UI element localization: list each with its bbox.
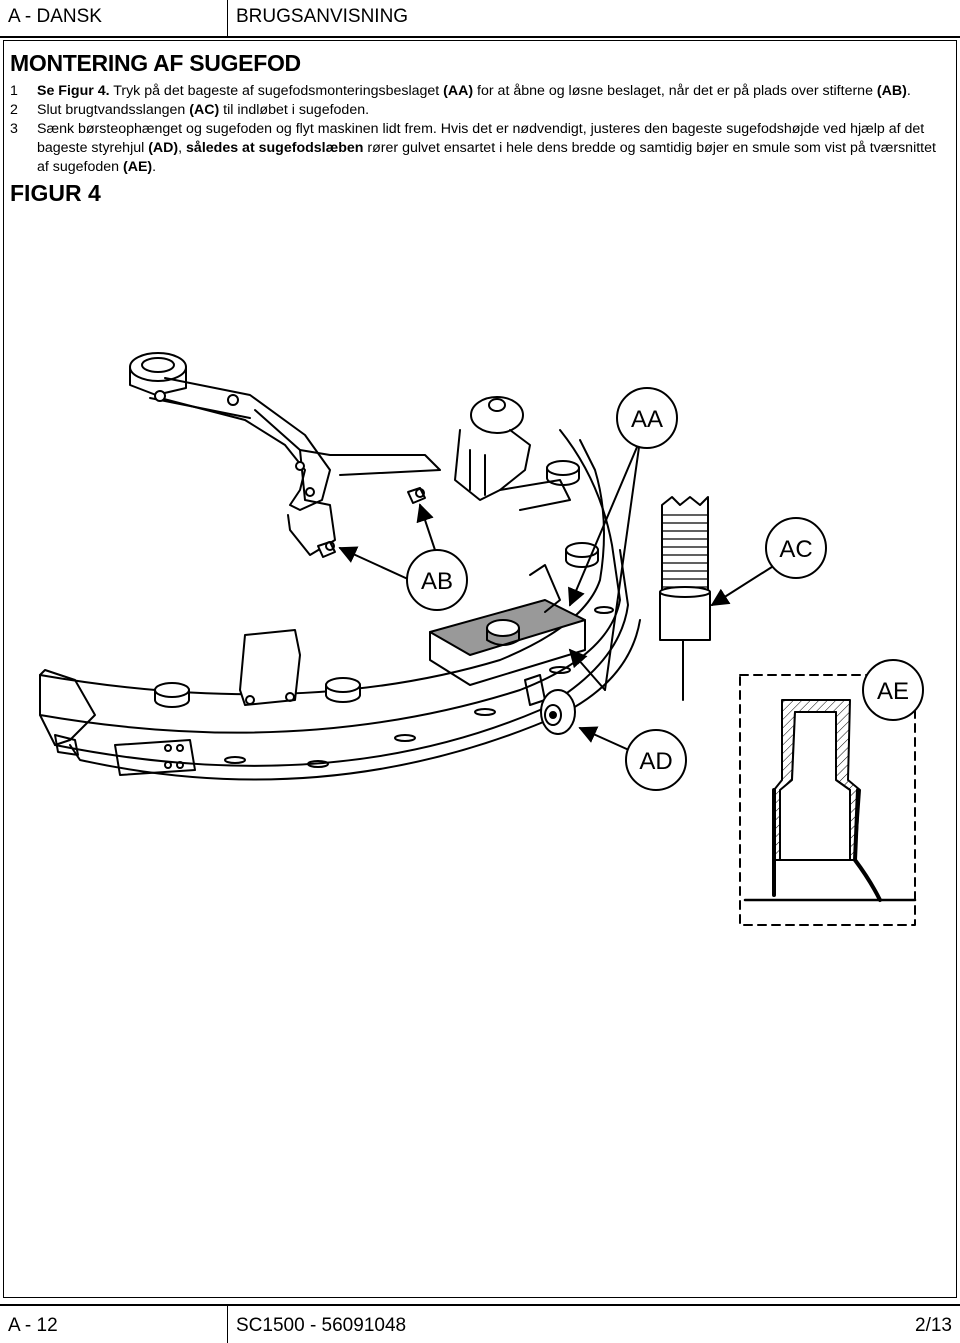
step-number: 2 xyxy=(10,102,18,118)
step-text: (AB) xyxy=(876,83,907,99)
footer-page-number: A - 12 xyxy=(8,1315,58,1336)
rear-bracket xyxy=(54,734,196,776)
step-text: . xyxy=(906,83,911,99)
step-text: (AC) xyxy=(189,102,220,118)
figure-title: FIGUR 4 xyxy=(10,180,101,206)
step-text: (AE) xyxy=(122,159,153,175)
side-bracket xyxy=(239,629,301,706)
cross-section-detail xyxy=(739,674,917,926)
content-frame xyxy=(3,40,957,1298)
footer-sheet-number: 2/13 xyxy=(915,1315,952,1336)
instruction-step: 3 Sænk børsteophænget og sugefoden og fly… xyxy=(10,120,940,177)
step-text: Slut brugtvandsslangen xyxy=(37,102,190,118)
step-text: rører gulvet ensartet i hele dens bredde… xyxy=(37,140,936,175)
callout-aa: AA xyxy=(631,406,663,433)
section-title: MONTERING AF SUGEFOD xyxy=(10,50,301,76)
instruction-step: 1 Se Figur 4. Tryk på det bageste af suge… xyxy=(10,82,940,101)
mounting-arm xyxy=(129,352,441,556)
rear-caster-wheel xyxy=(524,674,576,735)
step-text: (AD) xyxy=(148,140,179,156)
page-header: A - DANSK BRUGSANVISNING xyxy=(0,0,960,38)
step-text: (AA) xyxy=(443,83,474,99)
recovery-hose xyxy=(659,496,711,641)
callout-labels: AA AB AC AD AE xyxy=(406,387,924,791)
squeegee-knobs xyxy=(154,460,599,708)
upper-bracket xyxy=(454,396,571,511)
step-text: således at sugefodslæben xyxy=(186,140,364,156)
footer-divider xyxy=(227,1306,228,1343)
callout-ac: AC xyxy=(779,536,812,563)
step-number: 1 xyxy=(10,83,18,99)
step-text: , xyxy=(178,140,187,156)
step-text: Se Figur 4. xyxy=(37,83,110,99)
callout-ad: AD xyxy=(639,748,672,775)
step-number: 3 xyxy=(10,121,18,137)
page-footer: A - 12 SC1500 - 56091048 2/13 xyxy=(0,1304,960,1343)
header-divider xyxy=(227,0,228,36)
instruction-step: 2 Slut brugtvandsslangen (AC) til indløbe… xyxy=(10,101,940,120)
step-text: Sænk børsteophænget og sugefoden og flyt… xyxy=(37,121,925,156)
header-language: A - DANSK xyxy=(8,6,102,27)
step-text: Tryk på det bageste af sugefodsmontering… xyxy=(109,83,444,99)
step-text: for at åbne og løsne beslaget, når det e… xyxy=(473,83,877,99)
callout-ae: AE xyxy=(877,678,909,705)
squeegee-body xyxy=(39,429,641,781)
callout-arrows xyxy=(338,439,776,756)
squeegee-assembly-diagram: AA AB AC AD AE xyxy=(39,352,924,926)
header-document-type: BRUGSANVISNING xyxy=(236,6,409,27)
step-text: . xyxy=(152,159,157,175)
instruction-steps: 1 Se Figur 4. Tryk på det bageste af suge… xyxy=(10,82,940,177)
step-text: til indløbet i sugefoden. xyxy=(219,102,370,118)
mounting-stud-pins xyxy=(317,487,426,558)
callout-ab: AB xyxy=(421,568,453,595)
footer-model-code: SC1500 - 56091048 xyxy=(236,1315,407,1336)
latch-plate xyxy=(429,564,586,686)
